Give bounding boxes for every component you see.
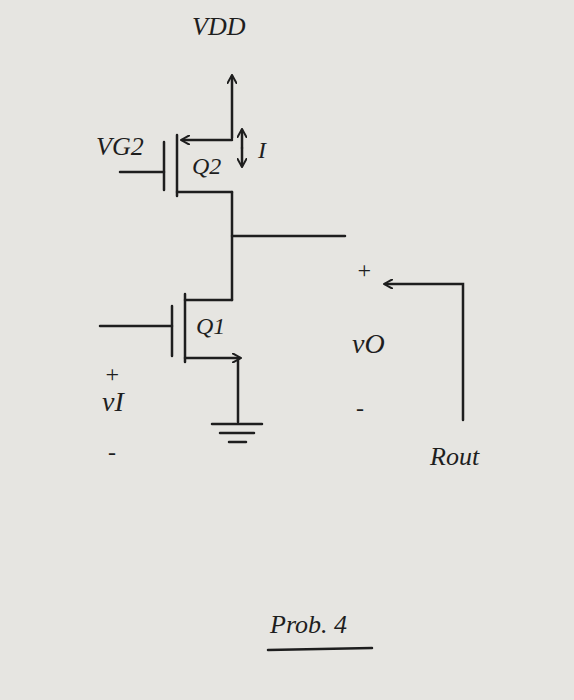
q1-channel	[184, 294, 187, 362]
input-signal-label: vI	[102, 388, 124, 416]
transistor-name: Q1	[196, 314, 225, 338]
output-wire	[232, 235, 345, 238]
q2-source-wire	[182, 139, 232, 142]
gate-voltage-label: VG2	[96, 134, 144, 160]
supply-label: VDD	[192, 14, 245, 40]
polarity-sign: +	[356, 258, 372, 282]
q2-gate-plate	[163, 142, 166, 190]
ground-symbol	[220, 432, 254, 435]
ground-symbol	[229, 441, 246, 444]
q1-source-wire	[185, 357, 240, 360]
vdd-supply-arrow	[231, 76, 234, 138]
q1-gate-plate	[171, 306, 174, 356]
polarity-sign: -	[356, 396, 364, 420]
problem-number: Prob. 4	[270, 612, 347, 638]
resistance-label: Rout	[430, 444, 479, 470]
q1-drain-wire	[185, 299, 232, 302]
current-label: I	[258, 138, 266, 162]
ground-wire	[237, 358, 240, 422]
q2-channel	[176, 135, 179, 196]
current-arrow	[241, 148, 244, 166]
current-arrow	[241, 130, 244, 148]
transistor-name: Q2	[192, 154, 221, 178]
underline	[268, 648, 372, 650]
q2-drain-wire	[177, 191, 232, 194]
polarity-sign: -	[108, 440, 116, 464]
q1-gate-wire	[100, 325, 172, 328]
q2-gate-wire	[120, 171, 164, 174]
polarity-sign: +	[104, 362, 120, 386]
rout-arrow	[385, 284, 463, 420]
ground-symbol	[212, 423, 262, 426]
output-signal-label: vO	[352, 330, 385, 358]
drain-node-wire	[231, 192, 234, 300]
